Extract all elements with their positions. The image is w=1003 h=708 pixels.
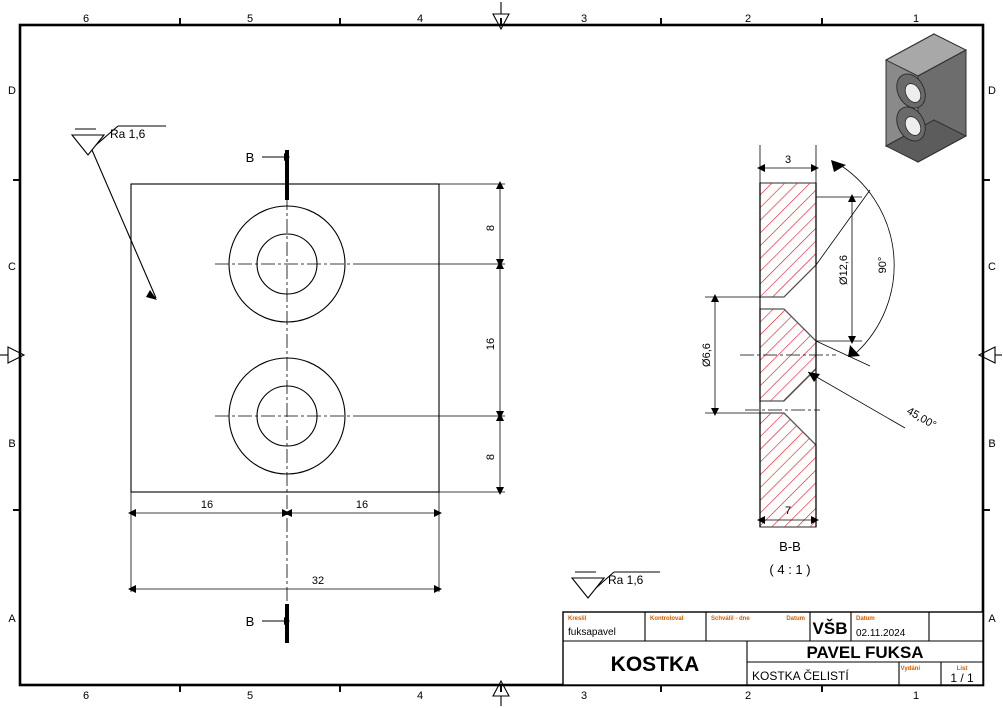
dimension-chamfer-45: 45,00° — [807, 371, 939, 432]
edition-label: Vydání — [901, 666, 921, 672]
title-block-top-band: Kreslil fuksapavel Kontroloval Schválil … — [568, 616, 906, 639]
surface-finish-value-main: Ra 1,6 — [110, 127, 146, 141]
sheet-value: 1 / 1 — [950, 671, 974, 685]
zone-label-right-d: D — [988, 85, 996, 97]
title-block-frame — [562, 611, 984, 686]
dimension-16-middle: 16 — [485, 261, 504, 419]
zone-label-left-b: B — [8, 438, 15, 450]
dimension-angle-90: 90° — [815, 160, 895, 367]
zone-label-bottom-5: 5 — [247, 690, 253, 702]
dimension-7-thickness: 7 — [757, 505, 819, 527]
centering-mark-right — [977, 346, 1002, 364]
section-view-scale: ( 4 : 1 ) — [769, 562, 810, 577]
isometric-model-thumbnail — [884, 33, 968, 163]
approved-label: Schválil - dne — [711, 616, 750, 622]
zone-label-right-a: A — [988, 613, 996, 625]
surface-finish-symbol-main: Ra 1,6 — [70, 125, 166, 300]
section-material-upper — [759, 182, 817, 298]
dimension-16-right: 16 — [284, 499, 442, 517]
date-label-1: Datum — [786, 616, 805, 622]
date-label-2: Datum — [856, 616, 875, 622]
section-label-top: B — [246, 150, 255, 165]
section-title-group: B-B ( 4 : 1 ) — [769, 539, 810, 577]
chamfer-leader-line — [807, 371, 906, 429]
zone-ticks-right — [983, 179, 990, 511]
part-title: KOSTKA — [611, 653, 700, 676]
zone-label-left-d: D — [8, 85, 16, 97]
dimension-bore-diameter: Ø6,6 — [701, 294, 760, 416]
surface-finish-note-triangle — [570, 577, 606, 599]
zone-labels-bottom: 6 5 4 3 2 1 — [83, 690, 919, 702]
dimension-value-16-left: 16 — [201, 499, 213, 511]
surface-finish-symbol-note: Ra 1,6 — [570, 571, 660, 599]
dimension-value-8-top: 8 — [485, 225, 497, 231]
dim-extension-lines-horizontal — [130, 491, 440, 592]
zone-label-left-c: C — [8, 261, 16, 273]
author-name: PAVEL FUKSA — [806, 643, 923, 662]
section-body-upper — [759, 182, 817, 298]
section-centerline-horizontal — [740, 354, 836, 411]
zone-label-top-3: 3 — [581, 13, 587, 25]
dimension-value-countersink: Ø12,6 — [838, 255, 850, 285]
dimension-value-32: 32 — [312, 575, 324, 587]
surface-finish-leader — [91, 149, 157, 299]
drawn-by-label: Kreslil — [568, 616, 587, 622]
dimension-value-bore: Ø6,6 — [701, 343, 713, 367]
zone-label-bottom-2: 2 — [745, 690, 751, 702]
date-value-2: 02.11.2024 — [856, 628, 906, 639]
zone-label-top-4: 4 — [417, 13, 423, 25]
centering-mark-left — [0, 346, 26, 364]
surface-finish-note-value: Ra 1,6 — [608, 573, 644, 587]
centering-mark-top — [492, 2, 510, 31]
zone-label-top-6: 6 — [83, 13, 89, 25]
zone-label-top-5: 5 — [247, 13, 253, 25]
zone-ticks-bottom — [179, 685, 823, 692]
title-block-bottom-region: KOSTKA PAVEL FUKSA KOSTKA ČELISTÍ Vydání… — [611, 643, 974, 685]
dimension-value-3: 3 — [785, 154, 791, 166]
dimension-32-overall: 32 — [128, 575, 442, 593]
drawn-by-value: fuksapavel — [568, 627, 616, 638]
dimension-value-16-right: 16 — [356, 499, 368, 511]
part-description: KOSTKA ČELISTÍ — [752, 668, 849, 683]
zone-label-right-c: C — [988, 261, 996, 273]
section-label-bottom: B — [246, 614, 255, 629]
surface-finish-triangle — [70, 134, 106, 156]
dimension-value-chamfer-45: 45,00° — [905, 405, 939, 431]
dimension-countersink-diameter: Ø12,6 — [816, 194, 862, 344]
dimension-16-left: 16 — [128, 499, 290, 517]
dimension-value-16-middle: 16 — [485, 338, 497, 350]
dimension-3-counterbore: 3 — [757, 145, 819, 183]
angle-arc-90 — [836, 162, 895, 354]
zone-label-left-a: A — [8, 613, 16, 625]
dimension-8-bottom: 8 — [485, 413, 504, 495]
zone-label-bottom-3: 3 — [581, 690, 587, 702]
dimension-value-7: 7 — [785, 505, 791, 517]
zone-label-bottom-1: 1 — [913, 690, 919, 702]
institution-label: VŠB — [813, 619, 848, 638]
sheet-border — [18, 23, 985, 687]
model-hole-upper-inner — [904, 83, 922, 103]
zone-label-bottom-6: 6 — [83, 690, 89, 702]
section-marker-top: B — [246, 150, 290, 165]
dimension-8-top: 8 — [485, 181, 504, 267]
section-view-title: B-B — [779, 539, 801, 554]
sheet-label: List — [957, 666, 968, 672]
checked-by-label: Kontroloval — [650, 616, 684, 622]
zone-labels-top: 6 5 4 3 2 1 — [83, 13, 919, 25]
model-hole-lower-inner — [904, 116, 922, 136]
zone-labels-left: D C B A — [8, 85, 16, 625]
dim-extension-lines-vertical — [359, 183, 505, 493]
zone-labels-right: D C B A — [988, 85, 996, 625]
zone-ticks-top — [179, 18, 823, 25]
dimension-value-angle-90: 90° — [877, 257, 889, 274]
section-marker-bottom: B — [246, 614, 290, 629]
zone-label-bottom-4: 4 — [417, 690, 423, 702]
zone-ticks-left — [13, 179, 20, 511]
centering-mark-bottom — [492, 679, 510, 706]
dimension-value-8-bottom: 8 — [485, 454, 497, 460]
zone-label-right-b: B — [988, 438, 995, 450]
zone-label-top-1: 1 — [913, 13, 919, 25]
zone-label-top-2: 2 — [745, 13, 751, 25]
